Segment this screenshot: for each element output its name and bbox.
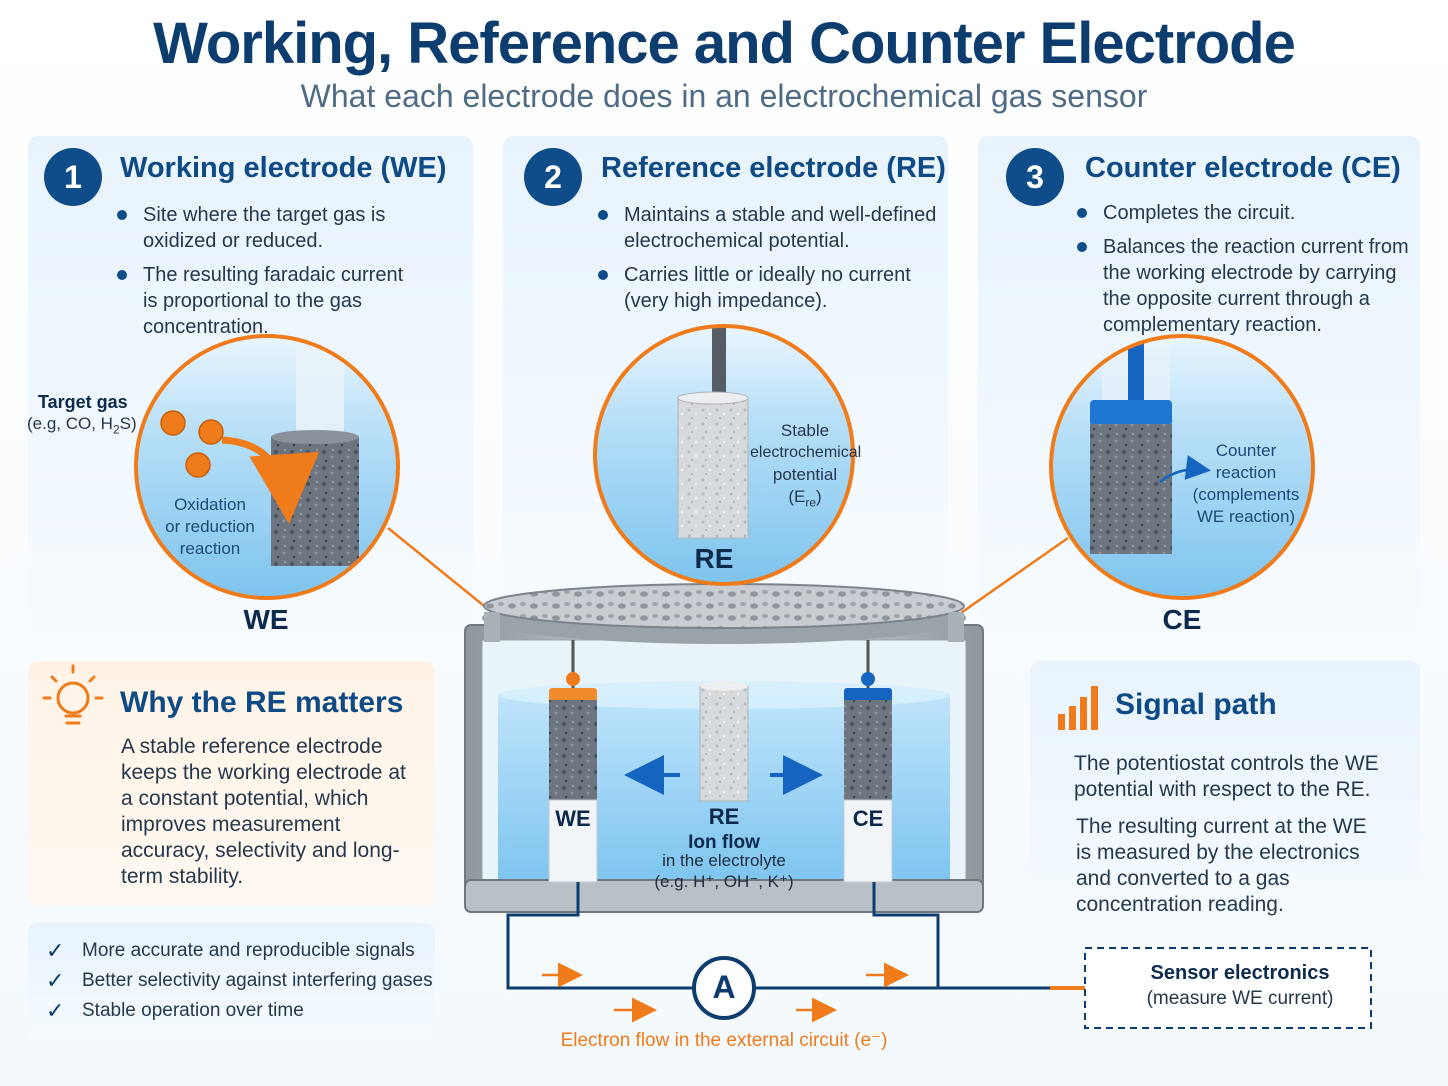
ion-examples: (e.g. H⁺, OH⁻, K⁺) [654,872,794,891]
we-bullet: Site where the target gas is oxidized or… [115,202,415,254]
why-panel [28,661,435,905]
we-panel-title: Working electrode (WE) [120,152,447,184]
page-title: Working, Reference and Counter Electrode [153,11,1296,76]
sensor-electronics-box [1084,947,1372,1029]
benefit-item: ✓More accurate and reproducible signals [46,936,433,966]
re-potential-label: Stable electrochemical potential (Ere) [750,421,862,510]
ce-panel-title: Counter electrode (CE) [1085,152,1401,184]
cell-re-electrode [699,681,749,802]
target-gas-label: Target gas [38,392,128,412]
ce-bullet: Balances the reaction current from the w… [1075,234,1410,338]
why-title: Why the RE matters [120,686,404,719]
signal-para-1: The potentiostat controls the WE potenti… [1074,752,1379,801]
we-bullet: The resulting faradaic current is propor… [115,262,415,340]
benefit-item: ✓Better selectivity against interfering … [46,966,433,996]
we-zoom [134,334,400,600]
electronics-subtitle: (measure WE current) [1146,988,1334,1009]
cell-re-label: RE [708,804,740,829]
we-reaction-label: Oxidation or reduction reaction [165,495,255,558]
lightbulb-icon [42,664,104,725]
ammeter-label: A [712,969,736,1005]
cell-ce-label: CE [852,806,884,831]
ammeter [692,956,756,1020]
ion-flow-title: Ion flow [688,832,760,853]
benefits-panel [28,923,435,1041]
we-zoom-label: WE [243,604,289,635]
signal-para-2: The resulting current at the WE is measu… [1076,815,1367,916]
ce-zoom [1049,334,1315,600]
target-gas-examples: (e.g, CO, H2S) [27,414,137,437]
signal-title: Signal path [1115,688,1277,721]
electronics-title: Sensor electronics [1150,962,1330,984]
re-zoom [593,324,855,586]
check-icon: ✓ [46,938,65,963]
step-number-3: 3 [1006,148,1064,206]
check-icon: ✓ [46,998,65,1023]
re-bullets: Maintains a stable and well-defined elec… [596,202,941,322]
ce-reaction-label: Counter reaction (complements WE reactio… [1192,441,1300,526]
re-panel-title: Reference electrode (RE) [601,152,946,184]
why-text: A stable reference electrode keeps the w… [121,735,406,888]
ce-zoom-label: CE [1162,604,1202,635]
electron-flow-label: Electron flow in the external circuit (e… [560,1030,888,1051]
re-bullet: Carries little or ideally no current (ve… [596,262,941,314]
re-zoom-label: RE [694,543,734,574]
ce-bullets: Completes the circuit. Balances the reac… [1075,200,1410,346]
signal-bars-icon [1058,686,1098,730]
step-number-1: 1 [44,148,102,206]
step-number-2: 2 [524,148,582,206]
re-bullet: Maintains a stable and well-defined elec… [596,202,941,254]
ce-bullet: Completes the circuit. [1075,200,1410,226]
cell-ce-electrode [843,640,893,883]
cell-we-electrode [548,640,598,883]
check-icon: ✓ [46,968,65,993]
cell-we-label: WE [555,806,591,831]
benefit-item: ✓Stable operation over time [46,996,433,1026]
ion-flow-sub: in the electrolyte [662,851,786,870]
page-subtitle: What each electrode does in an electroch… [300,78,1148,114]
we-bullets: Site where the target gas is oxidized or… [115,202,415,348]
benefits-list: ✓More accurate and reproducible signals … [46,936,433,1026]
